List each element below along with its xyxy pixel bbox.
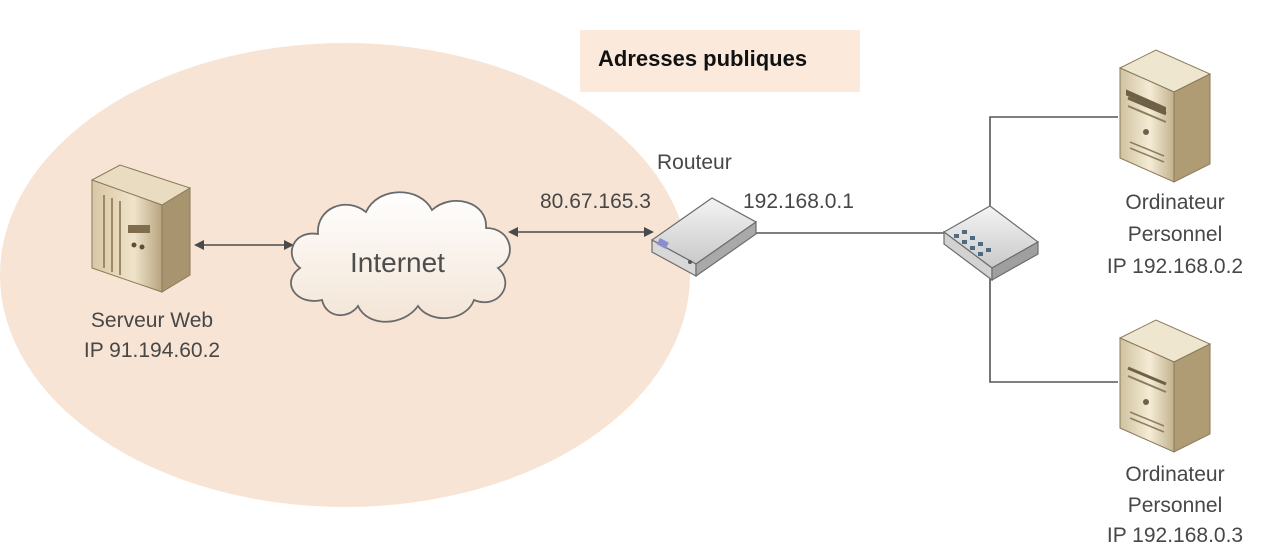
router-lan-ip: 192.168.0.1 xyxy=(743,190,854,213)
web-server-name: Serveur Web xyxy=(90,309,214,332)
router-wan-ip: 80.67.165.3 xyxy=(540,190,651,213)
title-box xyxy=(580,30,860,92)
pc1-ip: IP 192.168.0.2 xyxy=(1106,255,1244,278)
internet-label: Internet xyxy=(350,247,445,278)
switch-pc2-link xyxy=(989,270,1118,383)
pc2-ip: IP 192.168.0.3 xyxy=(1106,524,1244,547)
computer-tower-icon-1 xyxy=(1118,49,1212,183)
computer-tower-icon-2 xyxy=(1118,319,1212,453)
switch-icon xyxy=(942,205,1040,282)
web-server-ip: IP 91.194.60.2 xyxy=(83,339,221,362)
pc1-name-line1: Ordinateur xyxy=(1125,191,1225,214)
pc1-name-line2: Personnel xyxy=(1127,223,1223,246)
pc2-name-line1: Ordinateur xyxy=(1125,463,1225,486)
pc2-name-line2: Personnel xyxy=(1127,494,1223,517)
cloud-icon xyxy=(290,191,511,323)
switch-pc1-link xyxy=(989,116,1118,210)
router-name: Routeur xyxy=(657,151,732,174)
server-tower-icon xyxy=(90,164,192,293)
diagram-title: Adresses publiques xyxy=(598,46,808,71)
router-icon xyxy=(650,197,758,278)
